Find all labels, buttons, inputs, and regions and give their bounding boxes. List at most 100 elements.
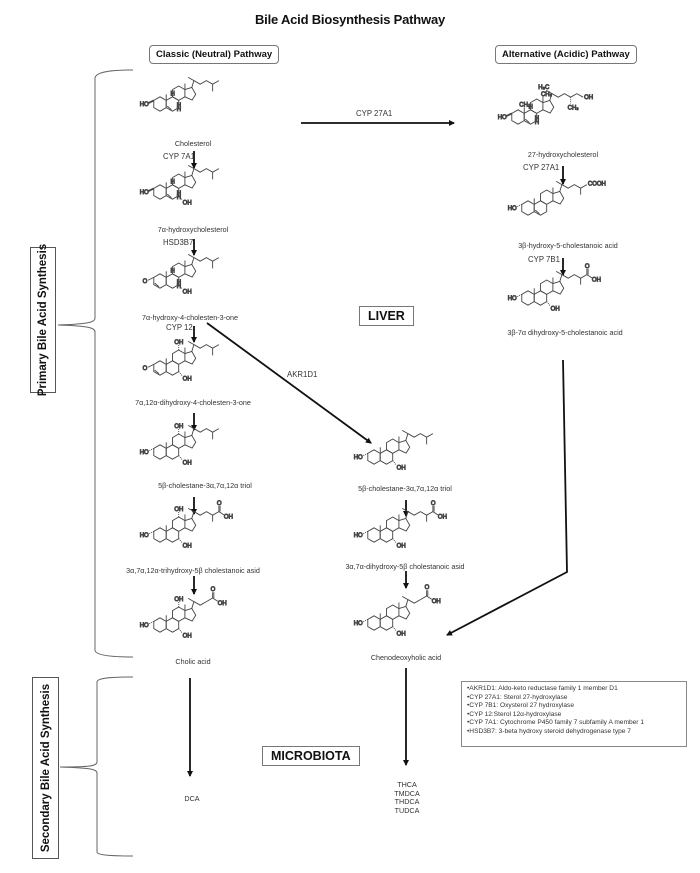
terminal-methyl <box>212 428 220 433</box>
double-bond <box>524 118 530 124</box>
c7-oh-bond <box>178 371 183 377</box>
ketone-o: O <box>143 279 148 285</box>
ring-d <box>398 605 411 620</box>
terminal-methyl <box>212 168 220 173</box>
ring-c <box>386 438 400 454</box>
compound-5b-cholestane-triol-left: 5β-cholestane-3α,7α,12α triol <box>158 481 252 490</box>
ring-d <box>184 434 197 449</box>
compound-cholic-acid: Cholic acid <box>175 657 211 666</box>
microbiota-region-label: MICROBIOTA <box>262 746 360 766</box>
side-chain <box>405 598 421 607</box>
ring-a <box>367 615 381 631</box>
legend-item-akr1d1: •AKR1D1: Aldo-keto reductase family 1 me… <box>467 685 618 692</box>
ketone-o: O <box>143 366 148 372</box>
product-thdca: THDCA <box>394 797 420 807</box>
enzyme-cyp7b1: CYP 7B1 <box>528 255 560 264</box>
ring-a <box>153 444 167 460</box>
compound-7a-hydroxy-4-cholesten-3-one: 7α-hydroxy-4-cholesten-3-one <box>141 313 239 322</box>
hydroxyl-bond <box>432 511 439 516</box>
c3-oh-bond <box>147 447 154 452</box>
reaction-arrows <box>187 120 568 777</box>
ring-c <box>386 604 400 620</box>
c3-hydroxyl: HO <box>354 533 363 539</box>
secondary-synthesis-label: Secondary Bile Acid Synthesis <box>32 677 59 859</box>
hydroxyl-bond <box>212 597 218 602</box>
liver-region-label: LIVER <box>359 306 414 326</box>
c7-hydroxyl: OH <box>397 544 406 550</box>
cooh-label: COOH <box>588 181 606 187</box>
compound-dca: DCA <box>184 794 200 803</box>
terminal-methyl <box>212 344 220 349</box>
c12-hydroxyl: OH <box>174 597 183 603</box>
ring-d <box>398 439 411 454</box>
product-tudca: TUDCA <box>394 805 420 815</box>
ring-a <box>153 617 167 633</box>
ring-d <box>184 350 197 365</box>
legend-item-cyp7a1: •CYP 7A1: Cytochrome P450 family 7 subfa… <box>467 719 644 727</box>
ch2-bond <box>570 93 578 98</box>
side-chain <box>191 167 213 176</box>
c3-hydroxyl: HO <box>140 102 149 108</box>
ch3-label: CH₃ <box>519 103 531 109</box>
c7-oh-bond <box>392 626 397 632</box>
h-label: H <box>177 103 181 109</box>
side-chain <box>549 92 571 101</box>
acid-oh: OH <box>218 601 227 607</box>
carbonyl-o: O <box>425 585 430 591</box>
ring-a <box>153 360 167 376</box>
c3-hydroxyl: HO <box>498 115 507 121</box>
carboxyl-bond <box>420 595 427 600</box>
ring-a <box>153 527 167 543</box>
carbonyl-o: O <box>211 587 216 593</box>
hydroxyl-bond <box>426 595 432 600</box>
h-label: H <box>177 191 181 197</box>
c3-hydroxyl: HO <box>508 206 517 212</box>
methyl-21 <box>187 597 195 602</box>
c3-hydroxyl: HO <box>354 621 363 627</box>
c12-hydroxyl: OH <box>174 424 183 430</box>
enzyme-akr1d1: AKR1D1 <box>287 370 318 379</box>
oh-bond <box>576 93 584 98</box>
c7-oh-bond <box>178 195 183 201</box>
enzyme-cyp27a1-vertical: CYP 27A1 <box>523 163 560 172</box>
terminal-methyl <box>426 433 434 438</box>
methyl-21 <box>401 507 409 512</box>
double-bond <box>166 105 172 111</box>
ring-c <box>172 349 186 365</box>
side-chain <box>191 427 213 436</box>
compound-7a12a-dihydroxy-4-cholesten-3-one: 7α,12α-dihydroxy-4-cholesten-3-one <box>135 398 251 407</box>
primary-brace <box>57 69 134 658</box>
ring-a <box>521 290 535 306</box>
ring-c <box>172 516 186 532</box>
terminal-methyl <box>212 80 220 85</box>
c3-oh-bond <box>147 187 155 193</box>
compound-3b7a-dihydroxy-5-cholestanoic-acid: 3β-7α dihydroxy-5-cholestanoic acid <box>507 328 623 337</box>
ring-a <box>153 96 167 112</box>
c3-hydroxyl: HO <box>354 455 363 461</box>
carbonyl-o: O <box>217 501 222 507</box>
hydroxyl-bond <box>586 274 593 279</box>
structure-3b-hydroxy-cholestanoic: HO COOH <box>507 181 606 216</box>
ring-a <box>153 184 167 200</box>
double-bond <box>166 193 172 199</box>
c3-oh-bond <box>147 99 155 105</box>
h-label: H <box>177 284 181 290</box>
c7-oh-bond <box>178 455 183 461</box>
c3-oh-bond <box>361 530 368 535</box>
compound-5b-cholestane-triol-middle: 5β-cholestane-3α,7α,12α triol <box>358 484 452 493</box>
ch3-label: CH₃ <box>541 92 553 98</box>
ring-a <box>521 200 535 216</box>
secondary-products-list: THCA TMDCA THDCA TUDCA <box>394 780 420 815</box>
secondary-brace <box>59 676 134 857</box>
c7-oh-bond <box>178 284 183 290</box>
acid-oh: OH <box>224 514 233 520</box>
methyl-21 <box>187 424 195 429</box>
double-bond <box>534 209 540 215</box>
h-label: H <box>170 92 174 98</box>
